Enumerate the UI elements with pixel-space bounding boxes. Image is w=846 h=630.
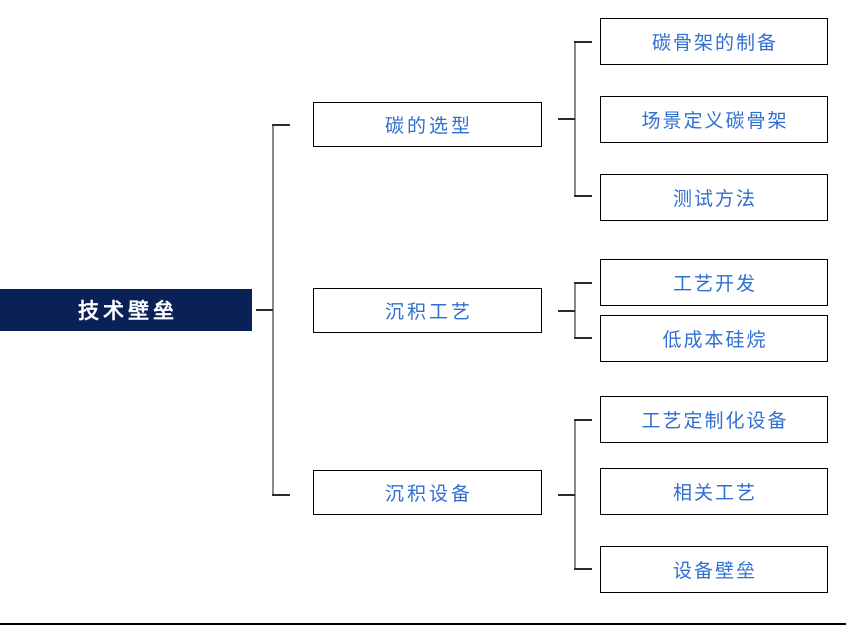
bracket-arm-top — [272, 124, 290, 126]
bracket-arm-top — [574, 419, 592, 421]
connector-bracket-group-1 — [558, 41, 594, 197]
leaf-node-process-customized-equipment[interactable]: 工艺定制化设备 — [600, 396, 828, 443]
bracket-spine — [574, 41, 576, 197]
connector-bracket-root — [256, 124, 292, 496]
bracket-spine — [272, 124, 274, 496]
branch-node-deposition-equipment[interactable]: 沉积设备 — [313, 470, 542, 515]
bracket-stub-left — [558, 118, 575, 120]
bracket-arm-top — [574, 41, 592, 43]
leaf-node-test-method[interactable]: 测试方法 — [600, 174, 828, 221]
connector-bracket-group-3 — [558, 419, 594, 570]
branch-node-deposition-process[interactable]: 沉积工艺 — [313, 288, 542, 333]
leaf-node-scenario-defined-carbon-skeleton[interactable]: 场景定义碳骨架 — [600, 96, 828, 143]
footer-divider — [0, 623, 846, 625]
bracket-arm-top — [574, 282, 592, 284]
leaf-node-low-cost-silane[interactable]: 低成本硅烷 — [600, 315, 828, 362]
leaf-node-process-development[interactable]: 工艺开发 — [600, 259, 828, 306]
bracket-arm-bottom — [574, 337, 592, 339]
branch-node-carbon-selection[interactable]: 碳的选型 — [313, 102, 542, 147]
leaf-node-equipment-barrier[interactable]: 设备壁垒 — [600, 546, 828, 593]
connector-bracket-group-2 — [558, 282, 594, 339]
leaf-node-carbon-skeleton-preparation[interactable]: 碳骨架的制备 — [600, 18, 828, 65]
bracket-spine — [574, 419, 576, 570]
bracket-stub-left — [558, 309, 575, 312]
leaf-node-related-process[interactable]: 相关工艺 — [600, 468, 828, 515]
bracket-spine — [574, 282, 576, 339]
root-node-technology-barrier[interactable]: 技术壁垒 — [0, 289, 252, 331]
bracket-arm-bottom — [272, 494, 290, 496]
bracket-arm-bottom — [574, 568, 592, 570]
bracket-stub-left — [558, 493, 575, 496]
bracket-stub-left — [256, 309, 273, 311]
bracket-arm-bottom — [574, 195, 592, 197]
